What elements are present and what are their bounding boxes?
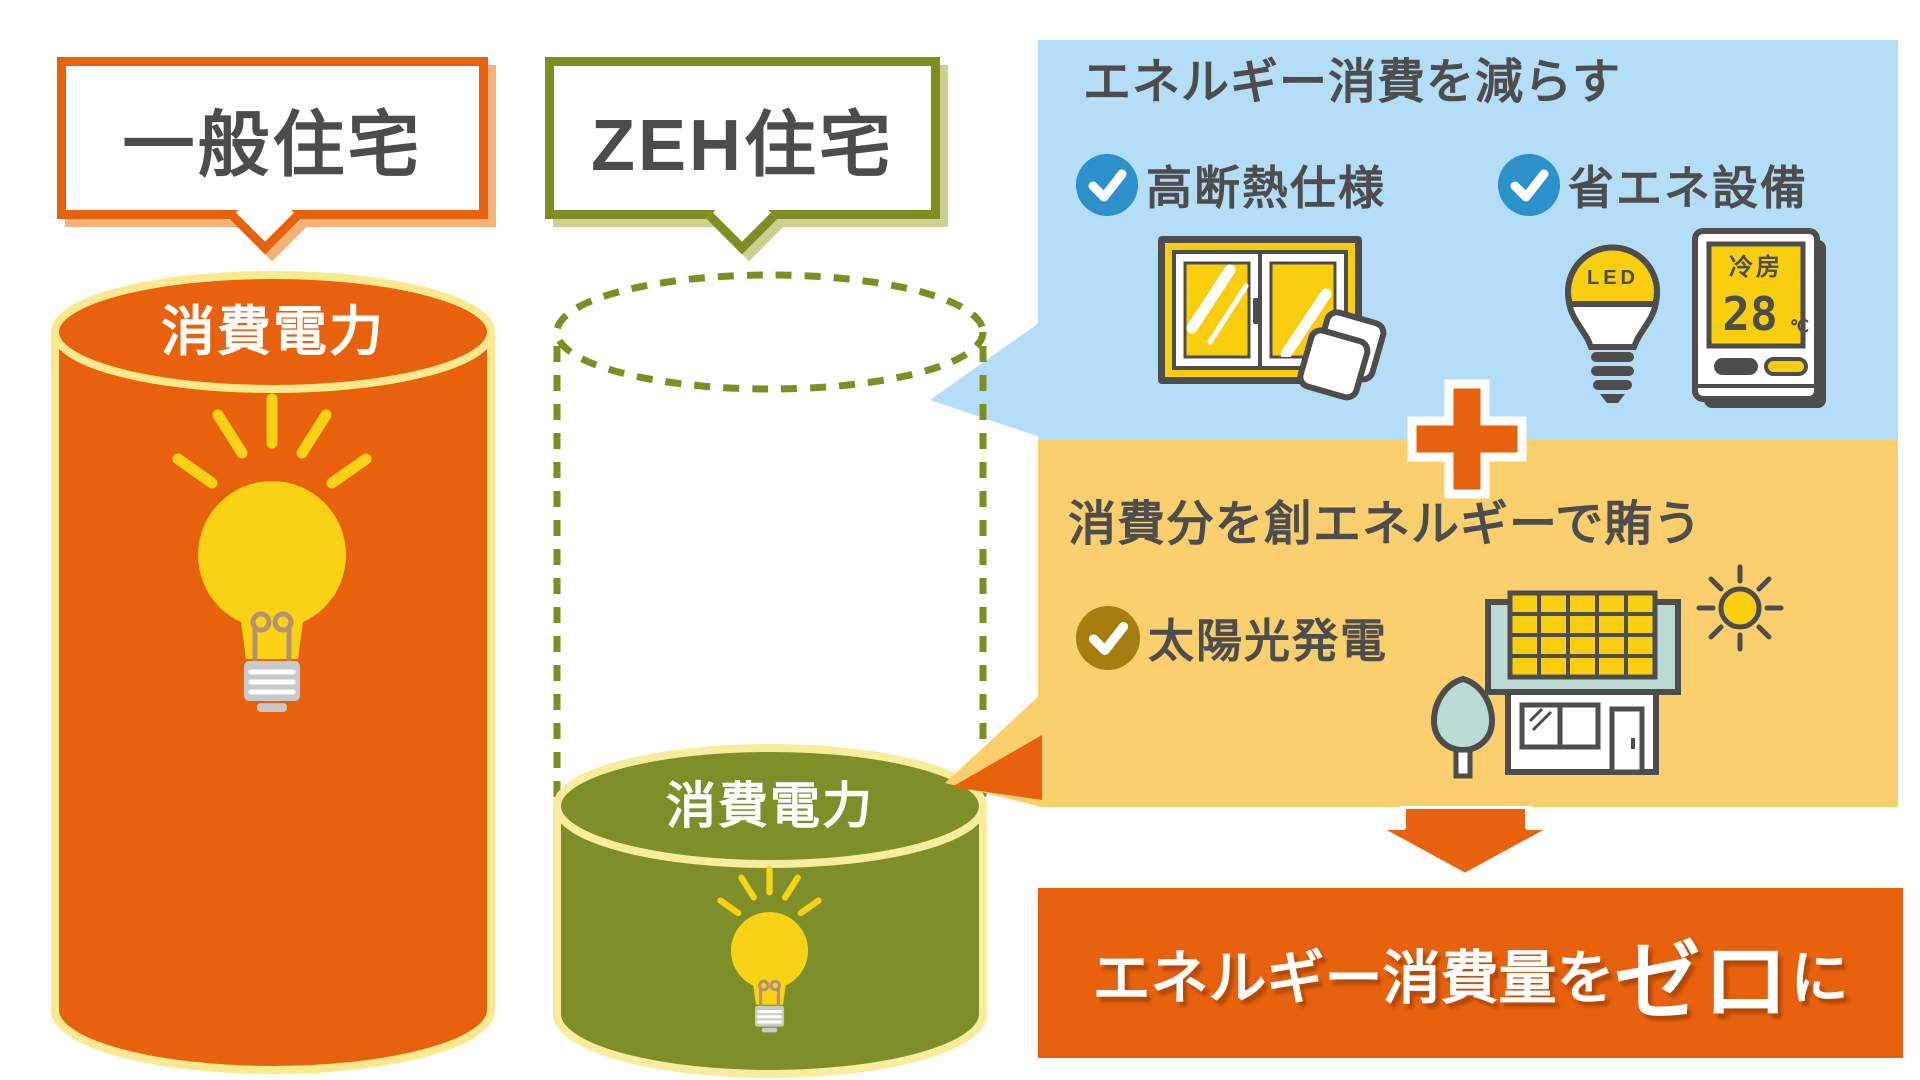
thermostat-mode-label: 冷房 <box>1729 253 1783 281</box>
check-label: 省エネ設備 <box>1568 162 1808 214</box>
sun-icon <box>1696 564 1784 652</box>
general-house-bubble-label: 一般住宅 <box>122 105 423 186</box>
dashed-cylinder-outline <box>553 271 987 814</box>
small-lightbulb-rays <box>717 866 822 917</box>
general-cylinder-label: 消費電力 <box>161 302 385 362</box>
check-item-energy-saving: 省エネ設備 <box>1498 152 1808 218</box>
solar-panel-icon <box>1507 590 1658 680</box>
checkmark-icon <box>1076 154 1138 216</box>
yellow-callout-wedge <box>945 693 1042 807</box>
thermostat-icon: 冷房 28 ℃ <box>1692 228 1826 408</box>
plus-icon <box>1407 379 1527 499</box>
checkmark-icon <box>1498 154 1560 216</box>
led-label: LED <box>1587 267 1639 289</box>
banner-text-prefix: エネルギー消費量を <box>1092 946 1615 1011</box>
insulation-board-icon <box>1297 309 1387 401</box>
banner-text-highlight: ゼロ <box>1614 933 1791 1030</box>
zeh-house-bubble: ZEH住宅 <box>545 57 940 219</box>
thermostat-unit: ℃ <box>1790 317 1809 336</box>
checkmark-icon <box>1076 606 1140 670</box>
thermostat-temperature: 28 <box>1722 287 1777 341</box>
led-bulb-icon: LED <box>1564 244 1661 403</box>
solar-house-icon <box>1430 564 1784 779</box>
check-item-insulation: 高断熱仕様 <box>1076 152 1386 218</box>
insulated-window-icon <box>1158 236 1387 401</box>
reduce-panel-title: エネルギー消費を減らす <box>1083 56 1622 109</box>
banner-text-suffix: に <box>1790 946 1849 1011</box>
orange-pointer <box>952 735 1042 800</box>
down-arrow-icon <box>1372 806 1558 879</box>
lightbulb-icon <box>172 393 372 712</box>
tree-icon <box>1430 675 1496 779</box>
check-item-solar: 太陽光発電 <box>1076 605 1388 671</box>
create-panel-title: 消費分を創エネルギーで賄う <box>1068 498 1703 551</box>
check-label: 高断熱仕様 <box>1146 162 1386 214</box>
lightbulb-rays <box>172 393 372 489</box>
check-label: 太陽光発電 <box>1148 615 1388 667</box>
zeh-house-bubble-label: ZEH住宅 <box>590 105 894 186</box>
small-lightbulb-icon <box>717 866 822 1033</box>
zeh-cylinder-label: 消費電力 <box>666 778 874 834</box>
result-banner: エネルギー消費量をゼロに <box>1038 888 1903 1058</box>
